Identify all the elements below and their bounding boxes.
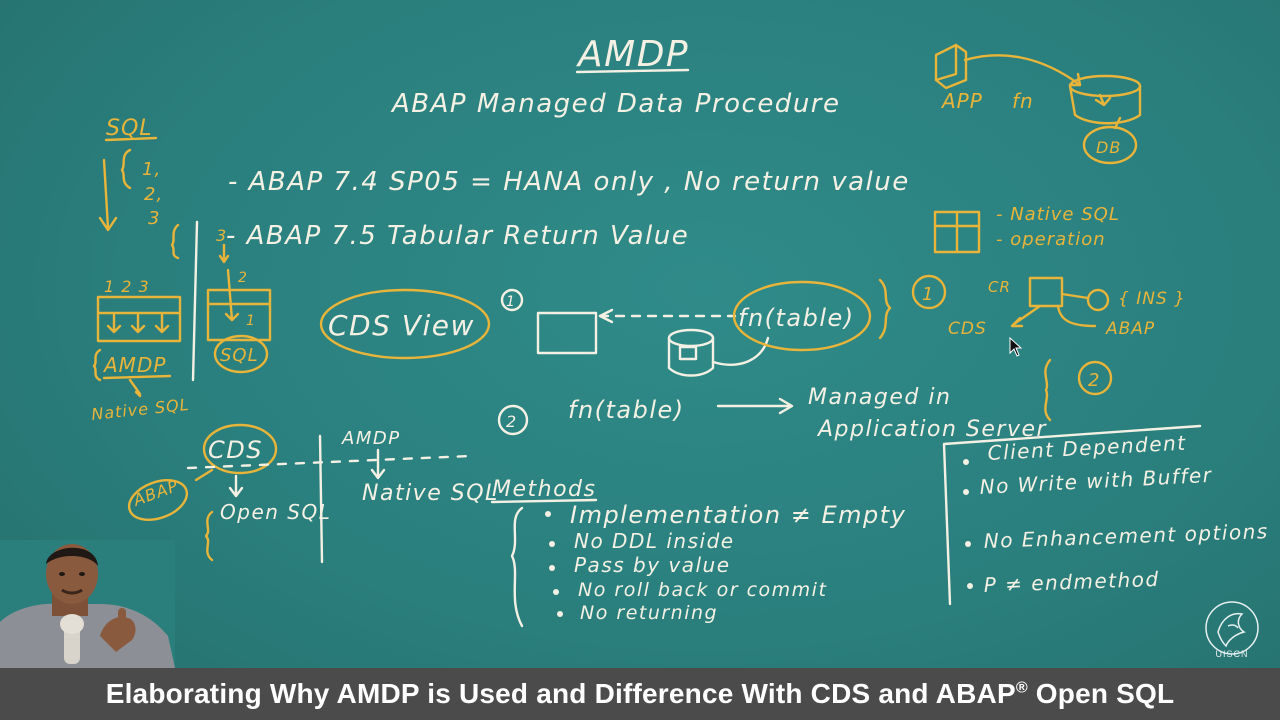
methods-heading: Methods [492, 477, 596, 502]
db-cylinder-icon [667, 328, 715, 348]
side-number-3: 3 [216, 226, 227, 245]
fn-table-circle [732, 280, 872, 352]
logo-text: UISCN [1215, 649, 1249, 659]
methods-item-5: No returning [580, 602, 718, 624]
marker-circle-1 [911, 274, 947, 310]
presenter-video [0, 540, 175, 668]
open-sql-label: Open SQL [220, 500, 331, 524]
column-divider-bottom [318, 434, 324, 564]
amdp-label-bottom: AMDP [341, 428, 401, 449]
app-label: APP [940, 89, 983, 113]
microphone [64, 624, 80, 664]
native-sql-note: - Native SQL [996, 204, 1120, 225]
methods-item-4: No roll back or commit [578, 579, 827, 601]
app-db-diagram [934, 43, 1142, 165]
marker-circle-2 [1077, 360, 1113, 396]
amdp-label-left: AMDP [102, 353, 166, 377]
sql-box [206, 288, 272, 342]
native-sql-label-bottom: Native SQL [362, 481, 499, 506]
chalkboard: AMDP ABAP Managed Data Procedure APP fn … [90, 34, 1269, 628]
sql-circle [213, 334, 269, 374]
sql-down-arrow [98, 158, 118, 232]
sql-step-1: 1, [142, 159, 161, 180]
operation-note: - operation [996, 229, 1106, 250]
board-title: AMDP [576, 34, 689, 75]
sql-heading: SQL [106, 116, 153, 141]
methods-item-2: No DDL inside [574, 529, 735, 553]
side-number-2: 2 [238, 270, 248, 286]
side-number-1: 1 [246, 313, 256, 329]
version-line-1: - ABAP 7.4 SP05 = HANA only , No return … [228, 167, 910, 197]
fn-table-label: fn(table) [738, 304, 855, 332]
abap-circle [127, 479, 189, 521]
marker-1-right: 1 [922, 284, 934, 305]
sql-step-2: 2, [144, 184, 163, 205]
column-divider-left [191, 220, 199, 382]
cr-label: CR [988, 278, 1011, 296]
ins-label: { INS } [1118, 289, 1186, 309]
marker-1-middle: 1 [506, 294, 516, 310]
cds-view-label: CDS View [328, 309, 475, 342]
caption-text-tail: Open SQL [1027, 678, 1175, 709]
methods-item-1: Implementation ≠ Empty [570, 501, 906, 529]
cds-view-circle [319, 288, 491, 360]
cds-circle [202, 423, 278, 475]
fn-label: fn [1012, 89, 1034, 113]
right-box-item-2: No Write with Buffer [979, 463, 1213, 499]
cds-label-bottom: CDS [208, 436, 263, 464]
box-numbers: 1 2 3 [104, 277, 150, 296]
version-line-2: - ABAP 7.5 Tabular Return Value [226, 221, 689, 251]
cr-box [1028, 276, 1064, 308]
right-box-border [942, 424, 1202, 606]
registered-mark: ® [1015, 679, 1028, 697]
fn-table-2-label: fn(table) [568, 396, 685, 424]
right-box-item-4: P ≠ endmethod [983, 567, 1160, 597]
marker-2-middle: 2 [506, 412, 518, 431]
sql-step-3: 3 [148, 208, 160, 229]
title-underline [575, 68, 690, 74]
board-subtitle: ABAP Managed Data Procedure [390, 89, 840, 119]
marker-2-right: 2 [1088, 370, 1100, 391]
cds-right-label: CDS [948, 319, 987, 339]
db-label: DB [1096, 138, 1121, 157]
native-sql-label-left: Native SQL [90, 395, 190, 424]
methods-item-3: Pass by value [574, 553, 731, 577]
caption-bar: Elaborating Why AMDP is Used and Differe… [0, 668, 1280, 720]
mouse-cursor-icon [1009, 337, 1023, 357]
app-server-label: Application Server [816, 417, 1048, 442]
view-box [536, 311, 598, 355]
uiscn-logo-icon [1205, 601, 1259, 655]
caption-title: Elaborating Why AMDP is Used and Differe… [106, 678, 1175, 710]
sql-circle-label: SQL [220, 345, 259, 366]
abap-right-label: ABAP [1105, 319, 1155, 339]
right-box-item-3: No Enhancement options [983, 519, 1269, 553]
presenter-hand [100, 616, 136, 652]
caption-text-main: Elaborating Why AMDP is Used and Differe… [105, 678, 1016, 709]
managed-in-label: Managed in [808, 385, 951, 410]
amdp-box [96, 295, 182, 343]
